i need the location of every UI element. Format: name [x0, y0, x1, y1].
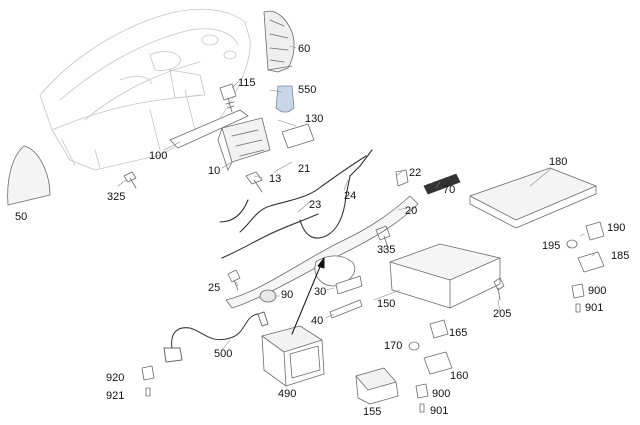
tray-150	[389, 243, 501, 309]
callout-901-right: 901	[585, 302, 604, 314]
callout-921: 921	[106, 390, 125, 402]
callout-185: 185	[611, 250, 630, 262]
callout-901-lower: 901	[430, 405, 449, 417]
callout-30: 30	[314, 286, 327, 298]
panel-130	[281, 123, 315, 149]
dashboard-outline	[39, 8, 251, 171]
callout-490: 490	[278, 388, 297, 400]
trim-strip-100	[169, 109, 249, 149]
callout-160: 160	[450, 370, 469, 382]
callout-115: 115	[238, 77, 256, 89]
socket-900a	[571, 283, 585, 299]
wiring-harness	[219, 149, 373, 259]
callout-13: 13	[269, 173, 282, 185]
screw-335	[375, 225, 391, 249]
callout-900-right: 900	[588, 285, 607, 297]
arrow-490-to-beam	[291, 257, 325, 335]
callout-180: 180	[549, 156, 568, 168]
screw-13	[245, 171, 263, 193]
callout-40: 40	[311, 315, 324, 327]
callout-50: 50	[15, 211, 28, 223]
callout-22: 22	[409, 167, 422, 179]
callout-500: 500	[214, 348, 233, 360]
socket-190	[585, 221, 605, 241]
callout-205: 205	[493, 308, 512, 320]
socket-900b	[415, 383, 429, 399]
screw-325	[123, 171, 137, 189]
cable-500	[163, 311, 269, 363]
mat-180	[469, 167, 597, 229]
callout-190: 190	[607, 222, 626, 234]
light-185	[577, 251, 605, 273]
trim-40	[329, 299, 363, 319]
callout-100: 100	[149, 150, 168, 162]
callout-60: 60	[298, 43, 311, 55]
bulb-901b	[419, 403, 425, 413]
center-unit-10	[217, 117, 271, 171]
leader-lines	[117, 45, 597, 351]
callout-920: 920	[106, 372, 125, 384]
clip-22	[395, 169, 409, 187]
callout-10: 10	[208, 165, 221, 177]
callout-900-lower: 900	[432, 388, 451, 400]
callout-20: 20	[405, 205, 418, 217]
socket-165	[429, 319, 449, 339]
side-cover-part	[263, 10, 295, 73]
bulb-921	[145, 387, 151, 397]
screw-25	[227, 269, 241, 291]
carrier-beam-20	[225, 195, 419, 309]
callout-24: 24	[344, 190, 357, 202]
callout-21: 21	[298, 163, 311, 175]
callout-25: 25	[208, 282, 221, 294]
callout-23: 23	[309, 199, 322, 211]
callout-165: 165	[449, 327, 468, 339]
callout-325: 325	[107, 191, 126, 203]
callout-170: 170	[384, 340, 403, 352]
screw-115	[219, 83, 237, 113]
callout-195: 195	[542, 240, 561, 252]
socket-920	[141, 365, 155, 381]
bulb-901a	[575, 303, 581, 313]
badge-70	[423, 173, 461, 195]
light-160	[423, 351, 453, 375]
cover-50	[7, 145, 51, 206]
callout-70: 70	[443, 184, 456, 196]
callout-150: 150	[377, 298, 396, 310]
clip-550	[275, 85, 295, 113]
bulb-170	[408, 341, 420, 351]
callout-130: 130	[305, 113, 324, 125]
callout-90: 90	[281, 289, 294, 301]
trim-30	[335, 275, 363, 295]
bulb-195	[566, 239, 578, 249]
knob-90	[259, 289, 277, 303]
callout-155: 155	[363, 406, 382, 418]
clock-490	[261, 325, 325, 387]
callout-550: 550	[298, 84, 317, 96]
screw-205	[493, 277, 505, 301]
callout-335: 335	[377, 244, 396, 256]
switch-155	[355, 367, 399, 405]
